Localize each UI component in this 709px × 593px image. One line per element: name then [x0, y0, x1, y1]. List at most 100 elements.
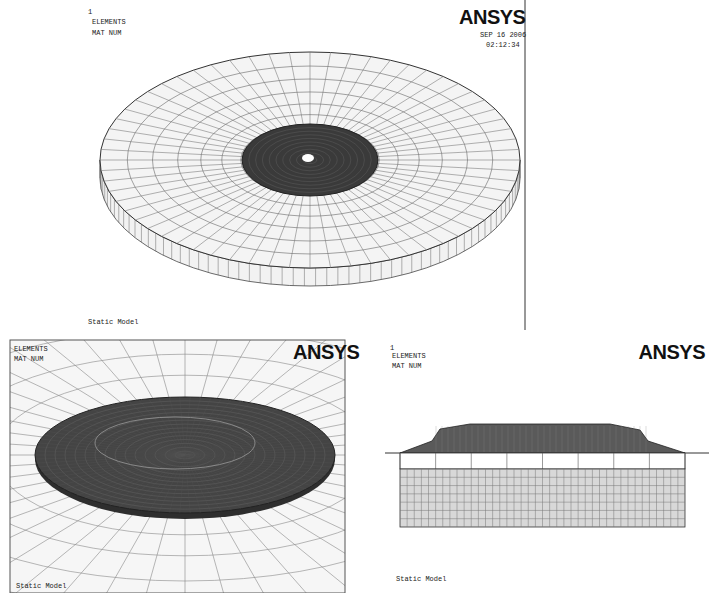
mesh-line — [616, 426, 617, 452]
mesh-line — [159, 398, 185, 455]
mesh-line — [10, 340, 345, 593]
mesh-line — [464, 233, 465, 251]
mesh-line — [162, 84, 263, 136]
mesh-line — [171, 241, 172, 259]
mesh-line — [369, 109, 495, 144]
mesh-line — [580, 426, 581, 452]
mesh-line — [330, 193, 371, 263]
mesh-line — [663, 469, 664, 527]
mesh-line — [110, 194, 111, 212]
mesh-line — [110, 405, 185, 455]
mesh-line — [185, 397, 201, 455]
mesh-line — [185, 443, 332, 455]
mesh-line — [185, 439, 329, 455]
mesh-line — [155, 233, 156, 251]
mesh-line — [293, 268, 294, 286]
mesh-line — [185, 401, 241, 455]
mesh-line — [421, 469, 422, 527]
mesh-line — [276, 142, 344, 178]
mesh-line — [249, 263, 250, 281]
mesh-line — [649, 453, 650, 469]
mesh-line — [135, 100, 254, 141]
mesh-line — [578, 453, 579, 469]
slab — [400, 453, 685, 469]
mesh-line — [496, 426, 497, 452]
model-name: Static Model — [88, 318, 138, 326]
mesh-line — [353, 77, 444, 134]
mesh-line — [376, 139, 516, 153]
mesh-line — [538, 426, 539, 452]
mesh-line — [628, 426, 629, 452]
mesh-line — [180, 455, 185, 513]
mesh-line — [407, 469, 408, 527]
mesh-line — [36, 447, 185, 455]
mesh-line — [185, 451, 335, 455]
mesh-line — [139, 400, 185, 455]
mesh-line — [282, 267, 283, 285]
mesh-line — [377, 163, 519, 170]
mesh-line — [478, 224, 479, 242]
disk-model-view — [100, 52, 520, 286]
mesh-line — [336, 60, 391, 128]
mesh-line — [185, 455, 334, 463]
mesh-line — [563, 469, 564, 527]
mesh-line — [185, 455, 190, 513]
mesh-line — [635, 469, 636, 527]
mesh-line — [185, 405, 260, 455]
mesh-line — [162, 184, 263, 236]
panel-border — [10, 340, 345, 593]
mesh-line — [323, 194, 351, 266]
mesh-line — [317, 194, 331, 267]
mesh-line — [535, 469, 536, 527]
mesh-line — [347, 189, 426, 250]
panel-ground — [10, 340, 345, 593]
mesh-line — [35, 455, 185, 456]
mesh-line — [613, 453, 614, 469]
mesh-line — [185, 455, 285, 498]
mesh-line — [104, 139, 244, 153]
mesh-line — [185, 455, 317, 482]
mesh-line — [104, 167, 244, 181]
plot-title: ELEMENTS — [14, 345, 48, 353]
section-view — [385, 424, 709, 527]
zoomed-mesh-view — [10, 340, 345, 593]
mesh-line — [289, 194, 303, 267]
mesh-line — [472, 426, 473, 452]
soil-block — [400, 469, 685, 527]
mesh-line — [337, 267, 338, 285]
refined-region — [242, 124, 378, 196]
mesh-line — [628, 469, 629, 527]
mesh-line — [478, 469, 479, 527]
mesh-line — [372, 173, 504, 201]
plot-subtitle: MAT NUM — [14, 355, 43, 363]
mesh-line — [185, 447, 334, 455]
mesh-line — [586, 426, 587, 452]
mesh-line — [391, 260, 392, 278]
mesh-line — [428, 469, 429, 527]
mesh-line — [592, 469, 593, 527]
mesh-line — [123, 210, 124, 228]
mesh-line — [478, 426, 479, 452]
mesh-line — [101, 163, 243, 170]
mesh-line — [439, 245, 440, 263]
mesh-line — [185, 399, 221, 455]
mesh-line — [435, 469, 436, 527]
model-name: Static Model — [16, 582, 66, 590]
mesh-line — [471, 469, 472, 527]
raised-profile — [400, 424, 685, 453]
mesh-line — [185, 455, 293, 495]
mesh-line — [520, 426, 521, 452]
mesh-line — [185, 455, 211, 512]
mesh-line — [101, 407, 185, 455]
mesh-line — [241, 124, 380, 195]
mesh-line — [484, 426, 485, 452]
mesh-line — [185, 455, 251, 507]
mesh-line — [512, 188, 513, 206]
mesh-line — [271, 266, 272, 284]
mesh-line — [622, 426, 623, 452]
mesh-line — [185, 455, 306, 489]
mesh-line — [70, 418, 185, 455]
mesh-line — [148, 182, 258, 229]
mesh-line — [129, 215, 130, 233]
mesh-line — [646, 426, 647, 452]
